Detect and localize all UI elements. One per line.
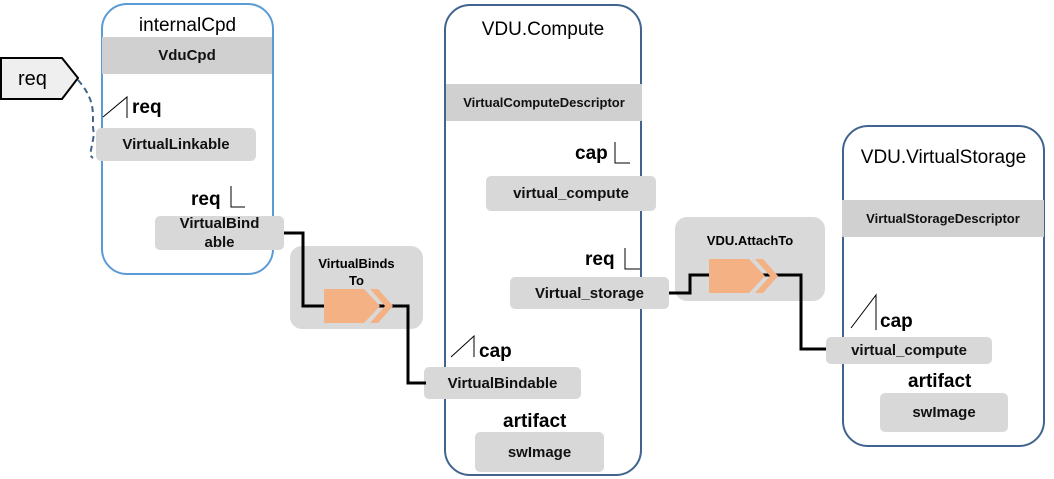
vdu-compute-artifact[interactable]: swImage bbox=[475, 432, 604, 472]
vdu-storage-cap-label: cap bbox=[880, 311, 913, 332]
vdu-storage-artifact-label: artifact bbox=[908, 371, 972, 392]
internalcpd-title: internalCpd bbox=[138, 15, 237, 36]
external-req-port bbox=[0, 57, 80, 100]
dashed-link bbox=[77, 79, 96, 159]
virtual-binds-to-label: VirtualBinds To bbox=[290, 255, 423, 289]
bindable-line1: VirtualBind bbox=[179, 215, 260, 232]
vdu-compute-title: VDU.Compute bbox=[481, 19, 605, 40]
internalcpd-req1-label: req bbox=[132, 97, 162, 118]
binds-line1: VirtualBinds bbox=[318, 256, 395, 271]
req1-tick bbox=[102, 95, 128, 118]
internalcpd-type: VduCpd bbox=[102, 37, 272, 74]
binds-to-arrow-icon bbox=[324, 289, 393, 323]
internalcpd-req2-label: req bbox=[191, 189, 221, 210]
vdu-compute-req-label: req bbox=[585, 249, 615, 270]
vdu-storage-title: VDU.VirtualStorage bbox=[860, 147, 1027, 168]
bindable-line2: able bbox=[204, 234, 235, 251]
vdu-storage-virtual-compute[interactable]: virtual_compute bbox=[826, 337, 992, 364]
virtual-compute-capability[interactable]: virtual_compute bbox=[486, 176, 656, 211]
vdu-compute-cap1-label: cap bbox=[575, 143, 608, 164]
attach-to-arrow-icon bbox=[709, 259, 778, 293]
vdu-compute-artifact-label: artifact bbox=[503, 411, 567, 432]
req3-tick bbox=[624, 248, 640, 270]
binds-line2: To bbox=[349, 273, 364, 288]
vdu-compute-cap2-label: cap bbox=[479, 341, 512, 362]
vdu-storage-type: VirtualStorageDescriptor bbox=[842, 200, 1044, 237]
virtual-bindable-capability[interactable]: VirtualBindable bbox=[424, 367, 581, 399]
vdu-compute-type: VirtualComputeDescriptor bbox=[446, 84, 642, 121]
external-req-label: req bbox=[18, 68, 47, 90]
cap3-tick bbox=[850, 293, 877, 330]
vdu-storage-artifact[interactable]: swImage bbox=[880, 393, 1008, 432]
attach-to-label: VDU.AttachTo bbox=[706, 233, 794, 248]
req2-tick bbox=[230, 186, 245, 208]
cap2-tick bbox=[450, 334, 475, 358]
virtual-storage-requirement[interactable]: Virtual_storage bbox=[510, 277, 669, 309]
cap1-tick bbox=[614, 142, 630, 164]
virtual-bindable-requirement[interactable]: VirtualBind able bbox=[155, 215, 284, 251]
virtual-linkable-requirement[interactable]: VirtualLinkable bbox=[96, 128, 256, 161]
